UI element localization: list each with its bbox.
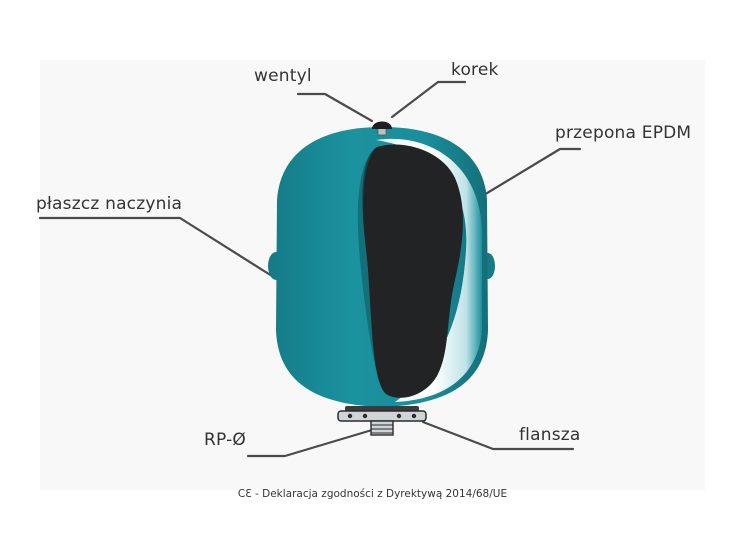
flange — [337, 406, 427, 422]
conformity-note: CƐ - Deklaracja zgodności z Dyrektywą 20… — [237, 488, 508, 500]
leader-lines — [38, 80, 582, 458]
membrane-epdm — [362, 144, 463, 398]
leader-przepona — [457, 147, 582, 212]
label-plaszcz: płaszcz naczynia — [36, 194, 183, 214]
leader-korek — [390, 80, 467, 119]
leader-rp — [246, 428, 374, 458]
valve — [372, 121, 392, 136]
leader-wentyl — [296, 92, 374, 123]
label-przepona: przepona EPDM — [555, 123, 692, 143]
label-wentyl: wentyl — [254, 66, 312, 86]
leader-flansza — [421, 420, 575, 451]
label-flansza: flansza — [519, 425, 581, 445]
threaded-connector — [370, 420, 394, 436]
tank-reflection — [376, 138, 482, 402]
leader-plaszcz — [38, 216, 274, 278]
label-rp: RP-Ø — [204, 430, 247, 450]
membrane-edge — [357, 147, 386, 394]
label-korek: korek — [451, 60, 499, 80]
